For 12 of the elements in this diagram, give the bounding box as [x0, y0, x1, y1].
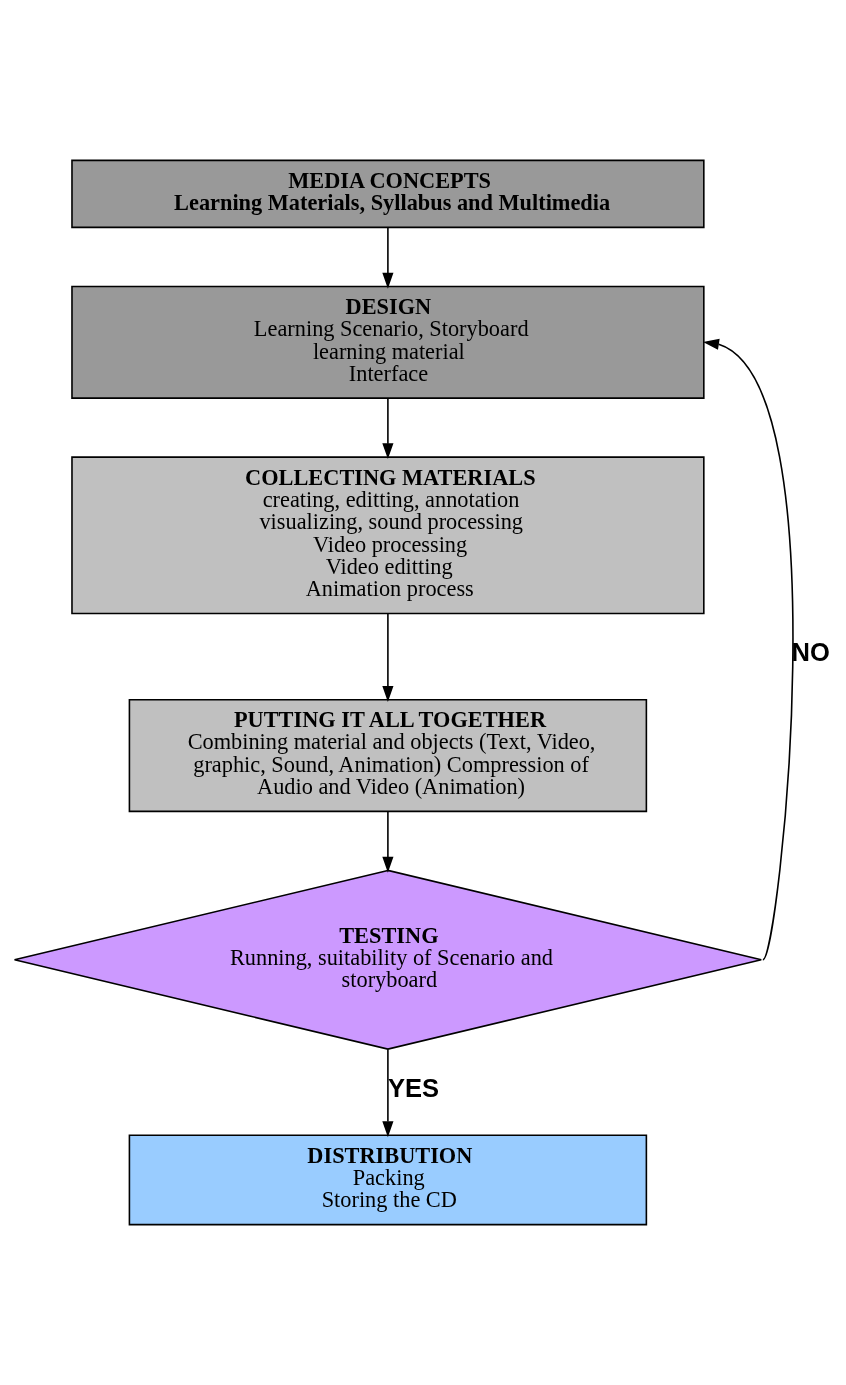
arrow: [382, 1048, 394, 1138]
arrow: [703, 338, 794, 961]
node-diamond: TESTING Running, suitability of Scenario and storyboard: [13, 869, 763, 1050]
arrow: [382, 810, 394, 873]
node-box: MEDIA CONCEPTS Learning Materials, Syllabus and Multimedia: [71, 159, 705, 229]
node-box: DISTRIBUTION Packing Storing the CD: [128, 1134, 648, 1226]
node-box: PUTTING IT ALL TOGETHER Combining material and objects (Text, Video, graphic, Sound, Animation) Compression of Audio and Video (Animation): [128, 698, 648, 813]
arrow: [382, 226, 394, 289]
arrow: [382, 397, 394, 460]
node-box: COLLECTING MATERIALS creating, editting, annotation visualizing, sound processing Video processing Video editting Animation process: [71, 456, 705, 615]
arrow: [382, 613, 394, 702]
node-box: DESIGN Learning Scenario, Storyboard learning material Interface: [71, 285, 705, 399]
